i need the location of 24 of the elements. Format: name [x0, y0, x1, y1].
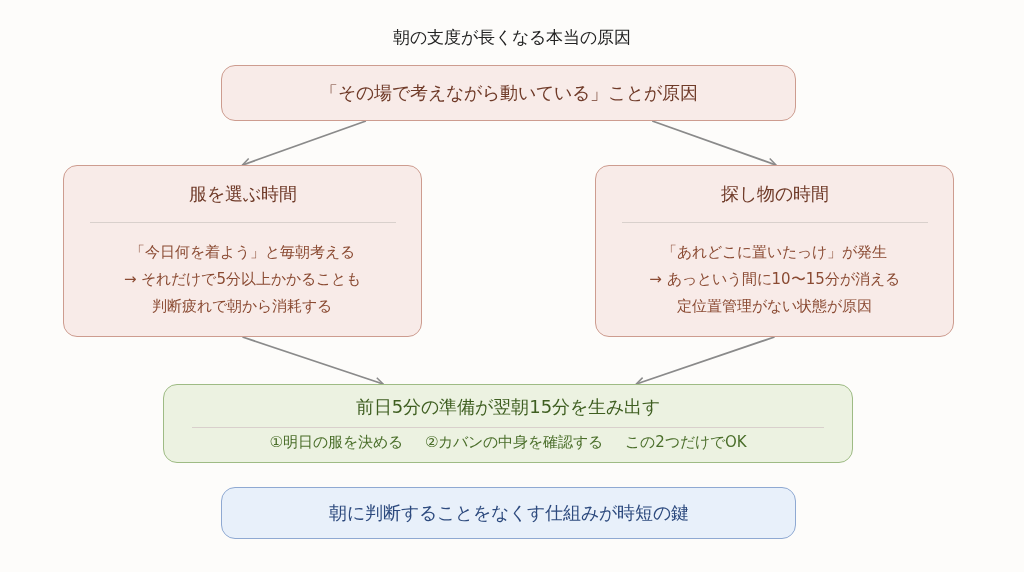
card-text: → それだけで5分以上かかることも — [124, 269, 361, 290]
card-heading: 服を選ぶ時間 — [188, 182, 297, 206]
card-text: 「今日何を着よう」と毎朝考える — [129, 242, 356, 263]
arrow — [651, 120, 777, 167]
card-heading: 前日5分の準備が翌朝15分を生み出す — [355, 395, 661, 419]
step-text: ②カバンの中身を確認する — [424, 432, 604, 452]
card-text: 「あれどこに置いたっけ」が発生 — [661, 242, 888, 263]
conclusion-box — [221, 487, 796, 539]
arrow — [635, 336, 776, 386]
cause-text: 「その場で考えながら動いている」ことが原因 — [319, 81, 698, 105]
arrow — [241, 120, 367, 167]
card-text: → あっという間に10〜15分が消える — [649, 269, 900, 290]
step-text: この2つだけでOK — [625, 432, 747, 452]
solution-card — [163, 384, 853, 463]
reason-card — [63, 165, 422, 337]
reason-card — [595, 165, 954, 337]
step-text: ①明日の服を決める — [269, 432, 403, 452]
diagram-title: 朝の支度が長くなる本当の原因 — [393, 27, 631, 47]
card-heading: 探し物の時間 — [720, 182, 829, 206]
card-text: 判断疲れで朝から消耗する — [151, 296, 334, 317]
conclusion-text: 朝に判断することをなくす仕組みが時短の鍵 — [328, 501, 689, 525]
card-text: 定位置管理がない状態が原因 — [676, 296, 873, 317]
arrow — [241, 336, 384, 386]
cause-box — [221, 65, 796, 121]
